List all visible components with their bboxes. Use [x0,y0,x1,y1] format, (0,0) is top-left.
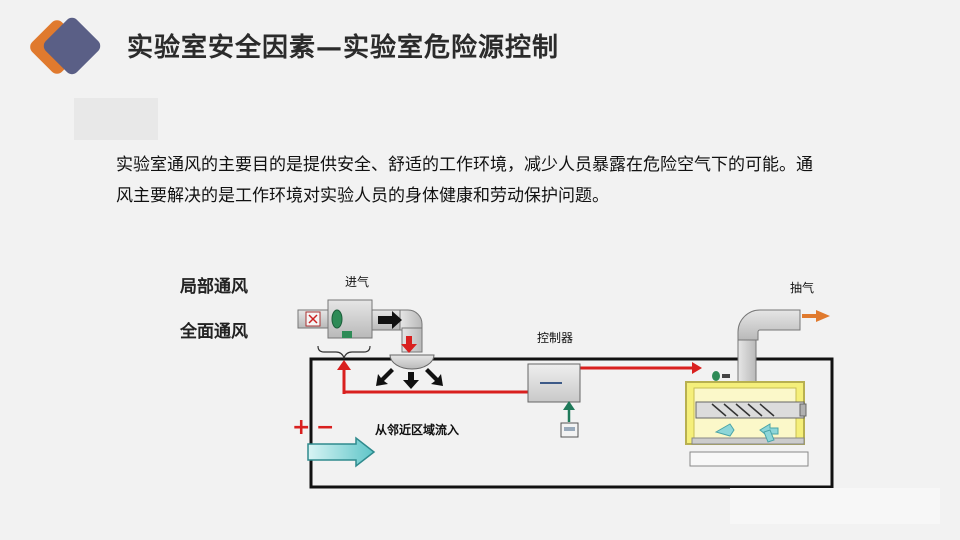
intake-bracket [317,345,371,360]
exhaust-label: 抽气 [790,280,814,295]
pressure-minus-sign: − [316,415,334,440]
duct-flow-arrow-icon [378,311,402,329]
controller-label: 控制器 [537,331,573,345]
paragraph-line: 风主要解决的是工作环境对实验人员的身体健康和劳动保护问题。 [116,186,609,206]
intake-label: 进气 [345,274,369,289]
inflow-arrow-icon [307,436,376,468]
inflow-label: 从邻近区域流入 [375,422,459,437]
intake-fan-icon [331,309,352,338]
exhaust-arrow-icon [802,310,830,322]
ceiling-diffuser [389,354,435,370]
placeholder-box [74,98,158,140]
fume-hood [685,309,809,467]
bottom-fade [730,488,940,524]
slide-logo [30,17,101,75]
paragraph-line: 实验室通风的主要目的是提供安全、舒适的工作环境，减少人员暴露在危险空气下的可能。… [116,155,813,175]
duct-down-arrow-icon [401,336,417,353]
controller-box [527,363,581,403]
pressure-plus-sign: + [292,415,310,440]
room-outline [309,357,834,489]
hood-inflow-arrows-icon [714,423,779,443]
diffuser-arrows-icon [376,368,443,389]
intro-paragraph: 实验室通风的主要目的是提供安全、舒适的工作环境，减少人员暴露在危险空气下的可能。… [116,150,906,212]
intake-filter-icon [305,311,321,327]
slide-title: 实验室安全因素—实验室危险源控制 [127,33,560,63]
general-ventilation-label: 全面通风 [180,322,248,342]
local-ventilation-label: 局部通风 [180,277,248,297]
control-signal-line [337,360,702,394]
thermostat-icon [560,401,579,438]
